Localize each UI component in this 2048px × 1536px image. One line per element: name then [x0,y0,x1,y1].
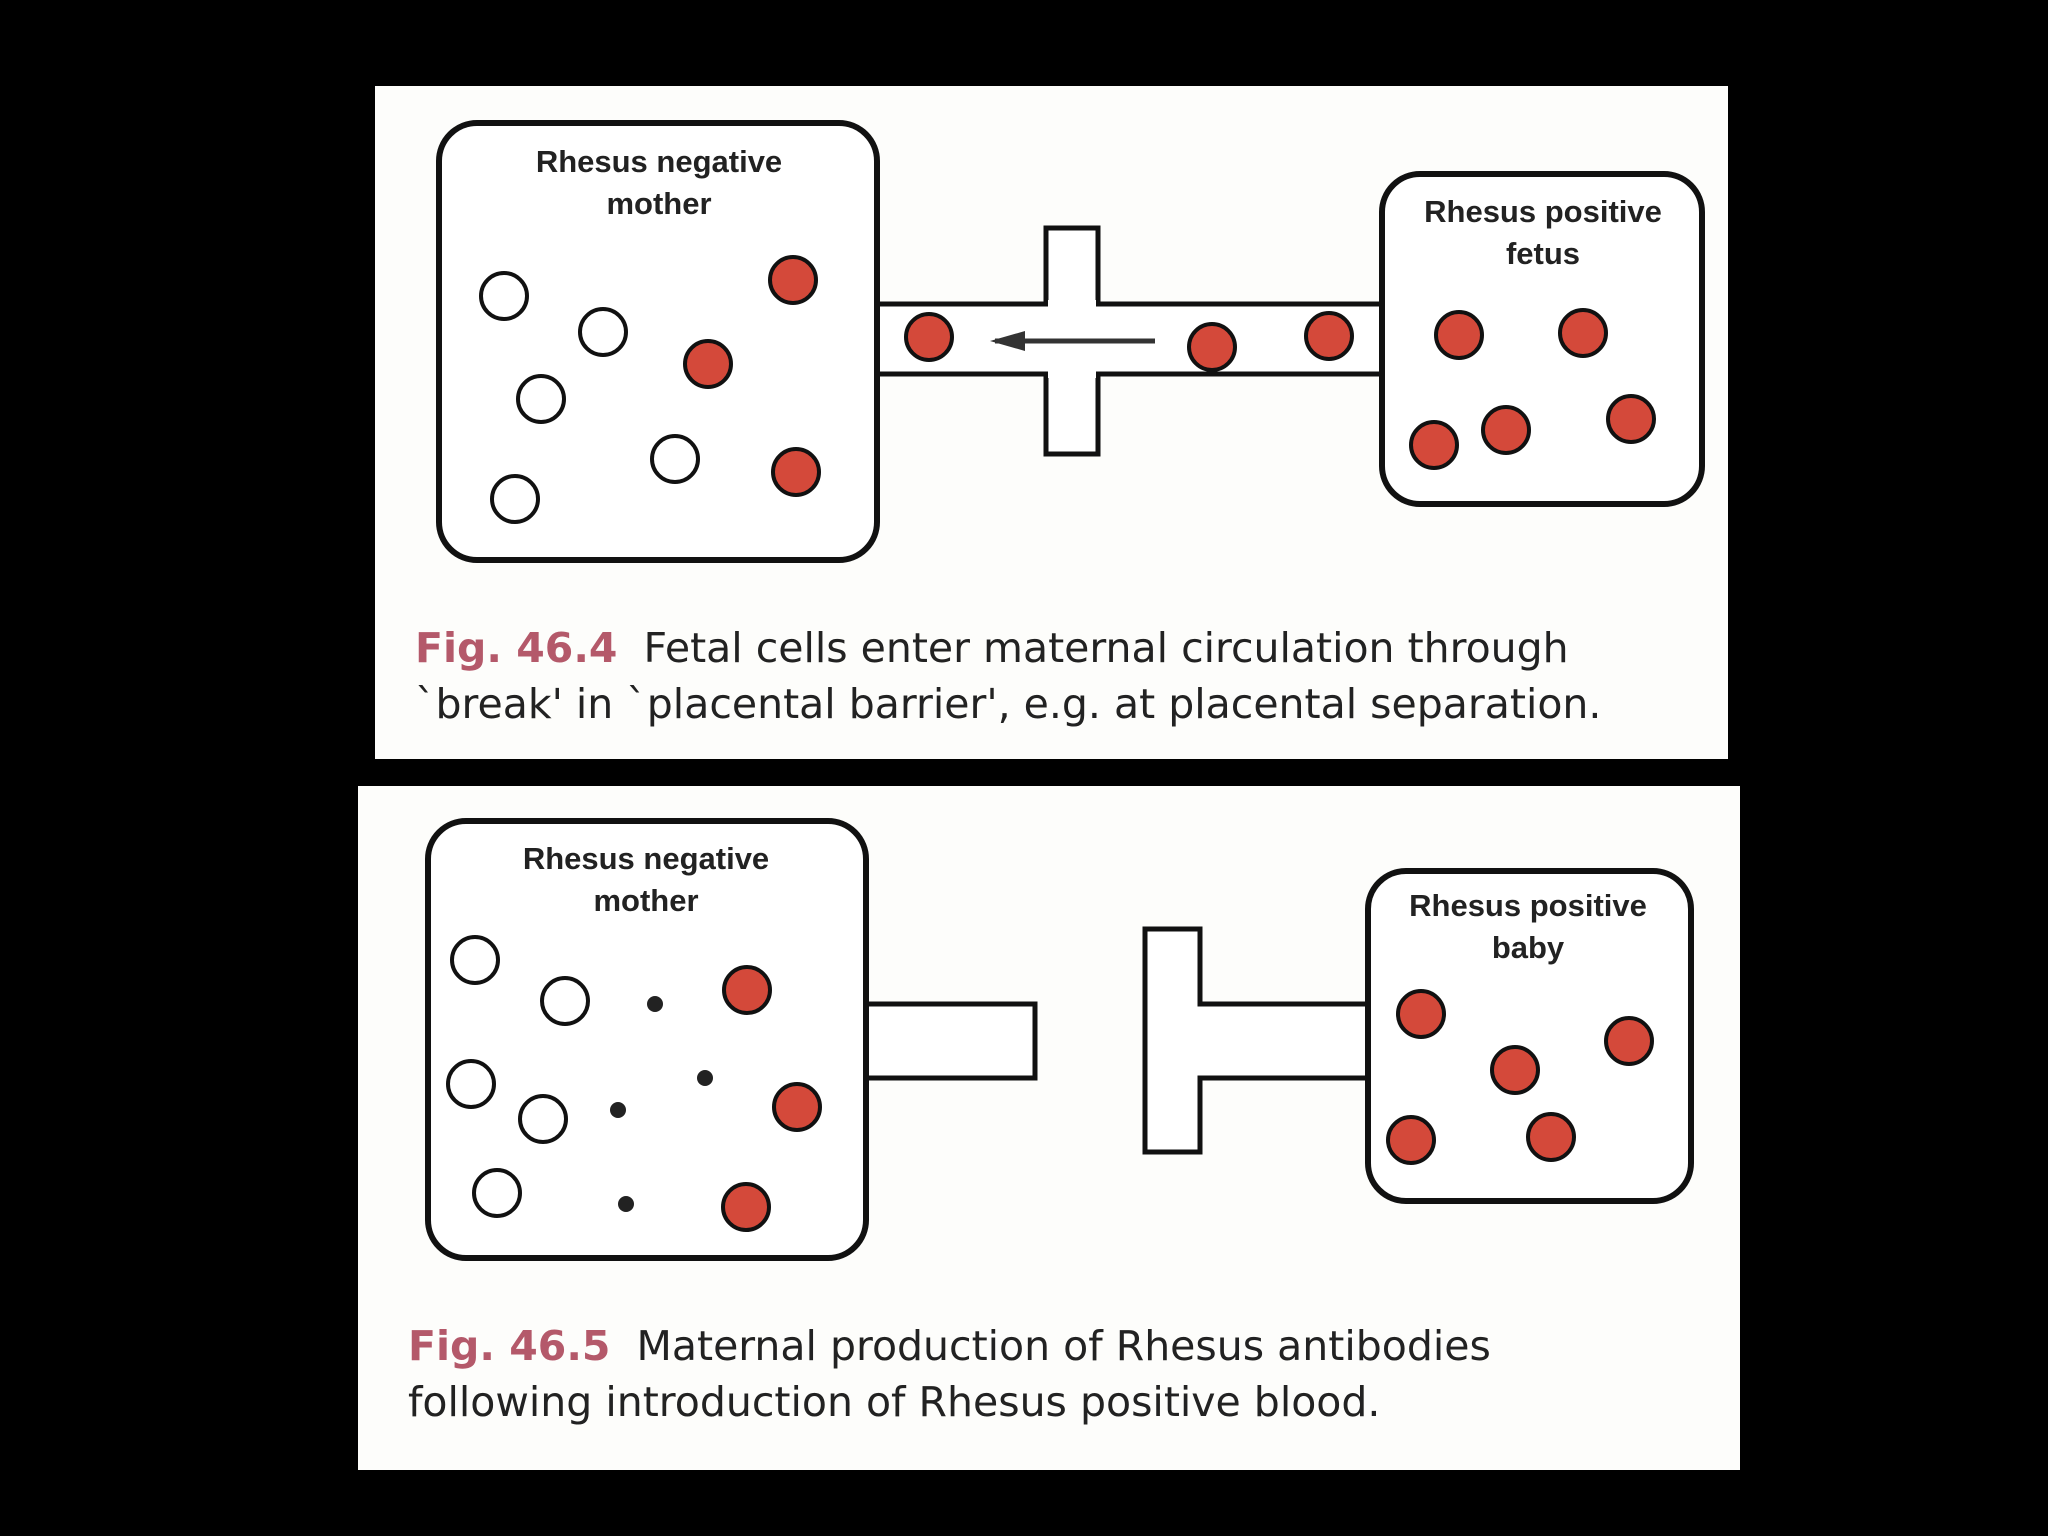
caption-text-line2: following introduction of Rhesus positiv… [408,1378,1381,1426]
mother-box [436,120,880,563]
antibodies [610,996,713,1212]
rh-positive-cell [683,339,733,389]
rh-negative-cell [450,935,500,985]
antibody [610,1102,626,1118]
mother-label-line1: Rhesus negative [523,841,769,876]
baby-label-line2: baby [1492,930,1565,965]
caption-text-line2: `break' in `placental barrier', e.g. at … [415,680,1602,728]
antibody [618,1196,634,1212]
rh-positive-cell [722,965,772,1015]
rh-positive-cell [1606,394,1656,444]
rh-positive-cell [1386,1115,1436,1165]
figure-46-5-caption: Fig. 46.5 Maternal production of Rhesus … [408,1318,1491,1430]
rh-positive-cell [1604,1016,1654,1066]
rh-negative-cell [516,374,566,424]
rh-positive-cell [1490,1045,1540,1095]
rh-negative-cell [578,307,628,357]
caption-line1: Fig. 46.4 Fetal cells enter maternal cir… [415,620,1601,676]
caption-line1: Fig. 46.5 Maternal production of Rhesus … [408,1318,1491,1374]
figure-46-4-diagram: Rhesus negative mother Rhesus positive f… [436,120,1705,563]
figure-number: Fig. 46.4 [415,624,618,672]
rh-positive-cell [721,1182,771,1232]
rh-positive-cells [721,965,1654,1232]
rh-positive-cell [772,1082,822,1132]
fetus-label-line2: fetus [1506,236,1580,271]
rh-positive-cell [1409,420,1459,470]
fetus-label-line1: Rhesus positive [1424,194,1662,229]
baby-box [1365,868,1694,1204]
antibody [697,1070,713,1086]
caption-text-line1: Fetal cells enter maternal circulation t… [643,624,1569,672]
antibody [647,996,663,1012]
figure-46-4-caption: Fig. 46.4 Fetal cells enter maternal cir… [415,620,1601,732]
rh-negative-cells [446,935,590,1218]
rh-positive-cell [1304,311,1354,361]
rh-positive-cell [771,447,821,497]
baby-label-line1: Rhesus positive [1409,888,1647,923]
mother-label-line1: Rhesus negative [536,144,782,179]
rh-negative-cell [650,434,700,484]
rh-positive-cell [1481,405,1531,455]
rh-positive-cell [1558,308,1608,358]
rh-positive-cell [1187,322,1237,372]
rh-positive-cell [1434,310,1484,360]
figure-46-5: Rhesus negative mother Rhesus positive b… [358,786,1740,1470]
rh-negative-cell [479,271,529,321]
rh-negative-cells [479,271,700,524]
flow-arrow-head [990,331,1025,351]
rh-negative-cell [490,474,540,524]
rh-positive-cells [683,255,1656,497]
mother-label-line2: mother [606,186,711,221]
mother-label-line2: mother [593,883,698,918]
rh-positive-cell [904,312,954,362]
rh-negative-cell [446,1059,496,1109]
caption-text-line1: Maternal production of Rhesus antibodies [636,1322,1491,1370]
rh-positive-cell [1526,1112,1576,1162]
rh-negative-cell [472,1168,522,1218]
rh-positive-cell [1396,989,1446,1039]
figure-46-5-diagram: Rhesus negative mother Rhesus positive b… [425,818,1694,1261]
figure-number: Fig. 46.5 [408,1322,611,1370]
figure-46-4: Rhesus negative mother Rhesus positive f… [375,86,1728,759]
rh-negative-cell [540,976,590,1026]
rh-negative-cell [518,1094,568,1144]
fetal-vessel-stub [1142,926,1371,1155]
maternal-vessel-stub [855,1001,1038,1081]
mother-box [425,818,869,1261]
rh-positive-cell [768,255,818,305]
